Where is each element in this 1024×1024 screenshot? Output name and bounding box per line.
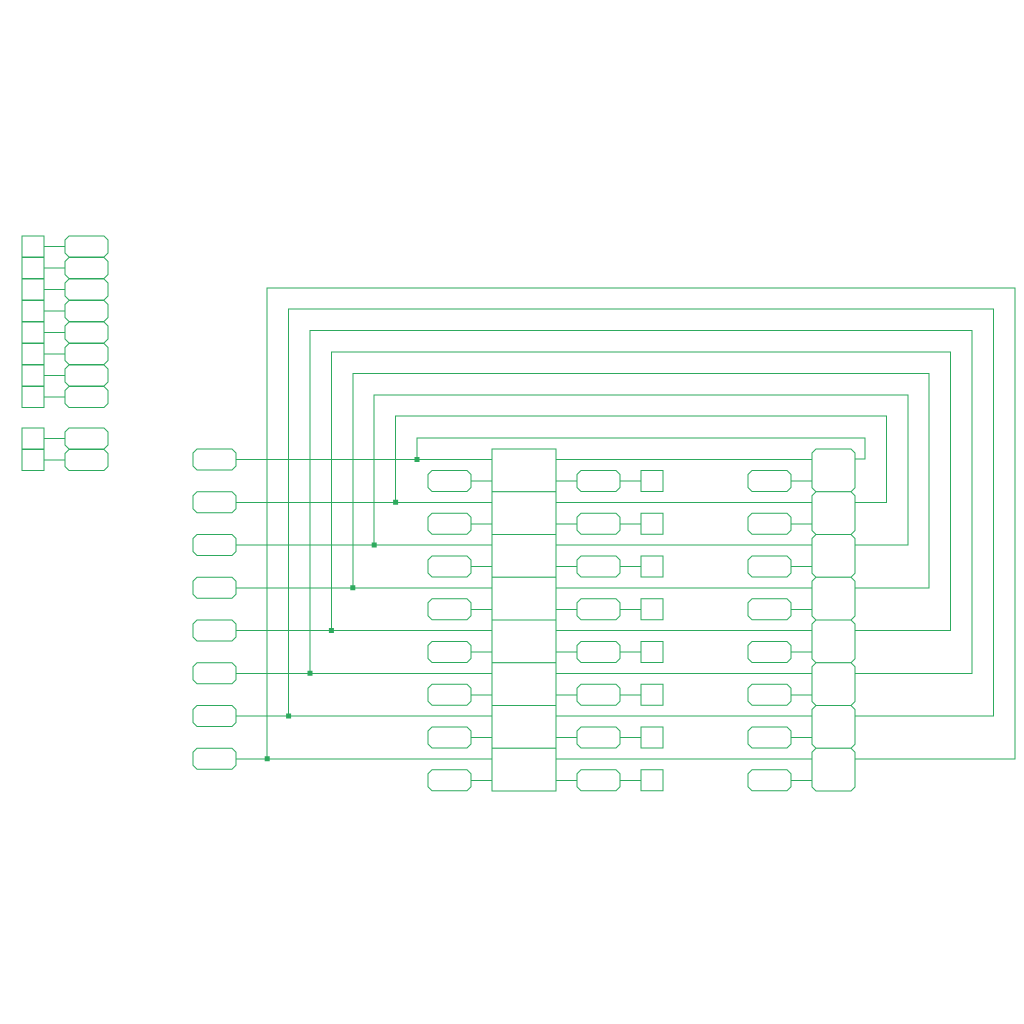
legend-key (21, 235, 109, 471)
left-port-2 (427, 512, 472, 535)
input-port-3 (192, 534, 237, 556)
feedback-loop-5 (330, 351, 952, 631)
feedback-loop-3 (373, 394, 909, 546)
legend-tag-8 (64, 386, 109, 408)
junction-2 (393, 499, 399, 505)
legend-square-2 (21, 257, 45, 279)
mid-square-8 (640, 769, 664, 792)
mid-tag-5 (576, 641, 621, 663)
input-port-1 (192, 448, 237, 471)
legend-square-10 (21, 449, 45, 471)
mid-tag-7 (576, 726, 621, 749)
mid-tag-2 (576, 512, 621, 535)
legend-tag-1 (64, 235, 109, 258)
legend-square-5 (21, 321, 45, 344)
block-a-5 (491, 619, 557, 664)
input-port-4 (192, 576, 237, 599)
legend-tag-10 (64, 449, 109, 471)
right-port-8 (747, 769, 792, 792)
input-port-2 (192, 491, 237, 514)
junction-6 (307, 670, 313, 676)
legend-square-1 (21, 235, 45, 258)
main-block-grid (427, 448, 856, 792)
legend-tag-4 (64, 300, 109, 322)
block-b-1 (811, 448, 856, 493)
block-b-5 (811, 619, 856, 664)
mid-square-4 (640, 598, 664, 621)
legend-tag-9 (64, 427, 109, 450)
legend-tag-2 (64, 257, 109, 279)
legend-square-8 (21, 386, 45, 408)
mid-tag-1 (576, 470, 621, 492)
mid-square-1 (640, 470, 664, 492)
mid-tag-4 (576, 598, 621, 621)
right-port-3 (747, 555, 792, 578)
left-port-8 (427, 769, 472, 792)
input-port-8 (192, 747, 237, 770)
mid-tag-8 (576, 769, 621, 792)
legend-tag-7 (64, 364, 109, 387)
left-port-7 (427, 726, 472, 749)
input-port-5 (192, 619, 237, 642)
block-a-7 (491, 705, 557, 749)
right-port-1 (747, 470, 792, 492)
right-port-6 (747, 683, 792, 706)
mid-square-3 (640, 555, 664, 578)
legend-tag-6 (64, 343, 109, 365)
feedback-loop-6 (309, 330, 973, 674)
block-a-8 (491, 747, 557, 792)
left-port-3 (427, 555, 472, 578)
junction-8 (264, 756, 270, 762)
junction-5 (328, 628, 334, 633)
right-port-7 (747, 726, 792, 749)
right-port-2 (747, 512, 792, 535)
block-a-1 (491, 448, 557, 493)
block-b-2 (811, 491, 856, 535)
legend-square-7 (21, 364, 45, 387)
mid-tag-3 (576, 555, 621, 578)
block-b-3 (811, 534, 856, 578)
left-port-6 (427, 683, 472, 706)
block-a-2 (491, 491, 557, 535)
left-port-1 (427, 470, 472, 492)
left-port-5 (427, 641, 472, 663)
block-b-4 (811, 576, 856, 621)
junction-4 (350, 585, 356, 591)
junction-1 (414, 457, 420, 462)
legend-tag-3 (64, 278, 109, 301)
block-a-3 (491, 534, 557, 578)
legend-square-9 (21, 427, 45, 450)
junction-7 (286, 713, 292, 719)
input-port-column (192, 448, 237, 770)
junction-3 (371, 542, 377, 548)
right-port-4 (747, 598, 792, 621)
feedback-loop-wires (266, 287, 1016, 760)
block-b-6 (811, 662, 856, 706)
input-port-7 (192, 705, 237, 727)
mid-square-6 (640, 683, 664, 706)
mid-square-5 (640, 641, 664, 663)
legend-square-3 (21, 278, 45, 301)
feedback-loop-1 (416, 437, 866, 460)
mid-square-7 (640, 726, 664, 749)
feedback-loop-4 (352, 372, 930, 589)
wire-junctions (264, 457, 420, 762)
mid-tag-6 (576, 683, 621, 706)
legend-square-6 (21, 343, 45, 365)
mid-square-2 (640, 512, 664, 535)
block-b-8 (811, 747, 856, 792)
legend-tag-5 (64, 321, 109, 344)
legend-square-4 (21, 300, 45, 322)
block-b-7 (811, 705, 856, 749)
left-port-4 (427, 598, 472, 621)
feedback-loop-7 (288, 308, 994, 717)
block-a-4 (491, 576, 557, 621)
right-port-5 (747, 641, 792, 663)
feedback-loop-8 (266, 287, 1016, 760)
block-a-6 (491, 662, 557, 706)
feedback-loop-2 (395, 415, 887, 503)
input-port-6 (192, 662, 237, 685)
